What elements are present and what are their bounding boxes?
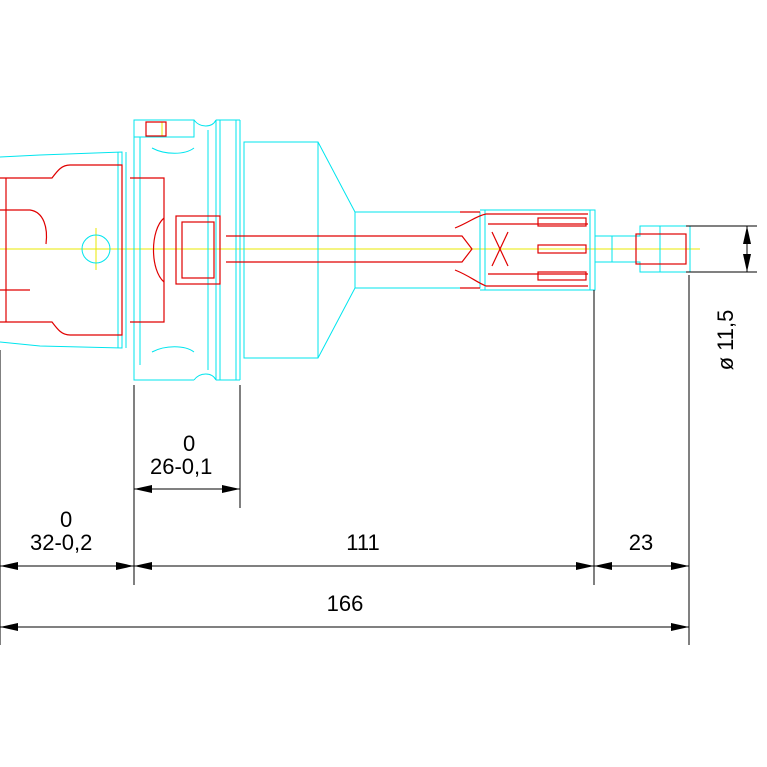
- dim-23-label: 23: [629, 530, 653, 555]
- part-detail: [0, 121, 687, 336]
- dim-32-label: 32-0,2: [30, 530, 92, 555]
- dimension-lines: [0, 225, 757, 645]
- dim-111-label: 111: [346, 530, 379, 555]
- reference-circles: [81, 234, 111, 264]
- dim-32-tolerance: 0: [60, 507, 72, 532]
- dimension-arrows: [0, 226, 751, 631]
- dim-166-label: 166: [327, 591, 364, 616]
- dim-diameter-label: ø 11,5: [713, 310, 738, 371]
- dim-26-tolerance: 0: [183, 431, 195, 456]
- dim-26-label: 26-0,1: [150, 454, 212, 479]
